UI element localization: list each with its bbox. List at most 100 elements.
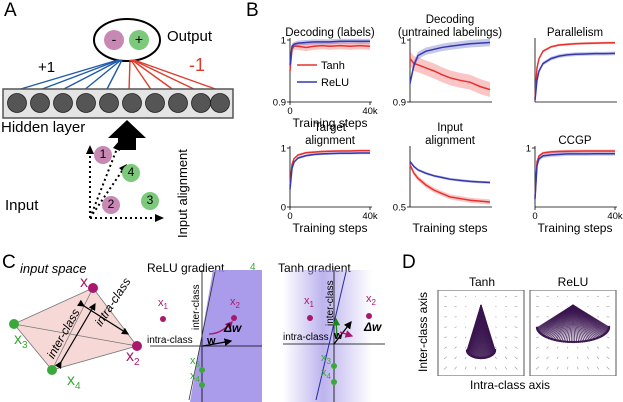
input-space-x2-dot (132, 341, 142, 351)
y-tick-label: 0.9 (393, 98, 406, 109)
series-line-relu (534, 152, 615, 200)
series-line-tanh (289, 44, 371, 72)
relu-w-label: w (207, 335, 216, 347)
input-label: Input (5, 197, 39, 214)
point-label-2: 2 (107, 197, 115, 211)
point-label-4: 4 (127, 165, 135, 179)
tanh-x1: x1 (304, 295, 314, 310)
vector-field-relu (529, 290, 617, 376)
y-tick-label: 1 (281, 36, 286, 47)
field-arrow (546, 366, 549, 370)
legend-label-tanh: Tanh (321, 60, 345, 72)
stray-mark: 4 (250, 262, 256, 273)
x-tick-label: 40k (362, 211, 378, 222)
field-arrow (606, 356, 610, 360)
field-arrow (535, 295, 540, 298)
trajectory-start (577, 340, 580, 344)
series-line-tanh (534, 150, 615, 198)
trajectory-start (582, 340, 586, 343)
relu-x4: x4 (190, 370, 200, 385)
tanh-gradient-diagram (283, 270, 385, 402)
field-arrow (587, 295, 589, 298)
field-arrow (556, 295, 559, 298)
panel-a-network-diagram (2, 18, 234, 222)
trajectory-start (568, 340, 571, 344)
field-arrow (454, 295, 457, 298)
input-space-title: input space (20, 261, 87, 276)
input-axes (89, 145, 160, 219)
trajectory-start (562, 340, 565, 343)
y-tick-label: 0.5 (393, 203, 406, 214)
trajectory-start (566, 340, 569, 344)
panel-d-relu-title: ReLU (557, 275, 589, 289)
trajectory-start (581, 340, 584, 343)
field-arrow (454, 356, 457, 360)
y-tick-label: 1 (401, 36, 406, 47)
input-space-x1-dot (88, 283, 98, 293)
tanh-intra-class-label: intra-class (283, 332, 329, 343)
negative-weights (128, 59, 222, 92)
panel-letter-d: D (402, 252, 416, 273)
field-arrow (596, 356, 600, 360)
legend-label-relu: ReLU (321, 77, 349, 89)
panel-letter-c: C (2, 252, 16, 273)
x-tick-label: 40k (607, 211, 623, 222)
field-arrow (606, 366, 610, 370)
field-arrow (556, 356, 559, 360)
field-arrow (443, 295, 448, 298)
tanh-x3: x3 (321, 352, 331, 367)
field-arrow (546, 295, 549, 298)
chart-title: Input (437, 122, 463, 134)
relu-gradient-title: ReLU gradient (147, 261, 225, 275)
output-label: Output (167, 28, 213, 45)
field-arrow (596, 295, 600, 298)
series-band-tanh (290, 149, 370, 188)
chart-title: Decoding (labels) (285, 27, 375, 39)
trajectory-start (571, 340, 575, 344)
series-band-tanh (410, 51, 490, 98)
field-arrow (586, 356, 589, 360)
panel-d-gradient-fields (437, 290, 617, 376)
trajectory-start (560, 340, 564, 343)
series-band-tanh (535, 41, 615, 101)
series-line-tanh (409, 58, 491, 91)
field-arrow (504, 326, 508, 328)
chart-title: alignment (305, 135, 356, 147)
field-arrow (514, 326, 518, 328)
field-arrow (556, 346, 559, 349)
tanh-x2: x2 (366, 293, 376, 308)
output-pos-label: + (134, 31, 144, 47)
field-arrow (606, 346, 610, 349)
relu-delta-w-label: Δw (224, 321, 242, 335)
field-arrow (596, 366, 600, 370)
tanh-x4: x4 (321, 367, 331, 382)
tanh-w-label: w (334, 330, 343, 342)
input-space-x4: x4 (67, 372, 81, 393)
series-line-relu (289, 40, 370, 65)
relu-x2: x2 (230, 296, 240, 311)
x-tick-label: 0 (532, 211, 537, 222)
field-arrow (464, 336, 467, 339)
series-band-tanh (290, 41, 370, 75)
trajectory-start (564, 340, 567, 343)
field-arrow (464, 366, 467, 370)
tanh-inter-class-label: inter-class (325, 280, 336, 326)
output-ellipse (93, 18, 161, 62)
series-line-relu (534, 52, 616, 101)
input-point-4 (122, 164, 140, 182)
chart-title: Decoding (426, 14, 475, 26)
input-space-x3-dot (9, 319, 19, 329)
field-arrow (454, 346, 457, 349)
x-axis-label: Training steps (538, 221, 613, 235)
series-band-tanh (410, 162, 490, 205)
panel-letter-b: B (246, 0, 259, 21)
field-arrow (464, 295, 467, 298)
plus-one-label: +1 (38, 59, 56, 76)
field-arrow (495, 295, 497, 298)
field-arrow (546, 346, 549, 349)
trajectory-start (535, 326, 539, 329)
field-arrow (504, 346, 508, 349)
